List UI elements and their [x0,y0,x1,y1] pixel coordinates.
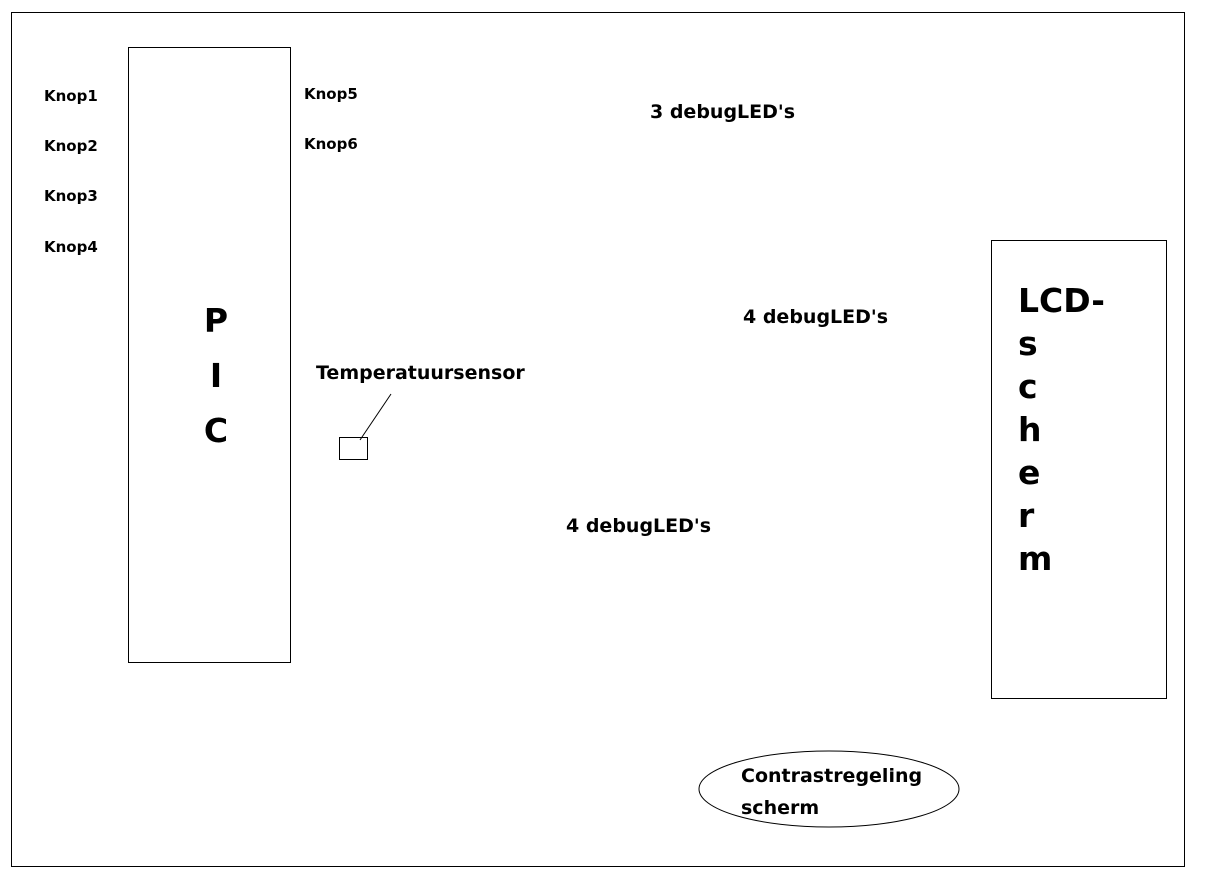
temperature-sensor-component [339,437,368,460]
button-label-knop2: Knop2 [44,137,98,155]
temperature-sensor-pointer-line [359,393,392,441]
pic-label: P I C [191,301,241,450]
debug-leds-top-label: 3 debugLED's [650,101,796,123]
button-label-knop4: Knop4 [44,238,98,256]
lcd-label-line: LCD- [1018,281,1105,320]
button-label-knop1: Knop1 [44,87,98,105]
contrast-label-line1: Contrastregeling [741,765,923,787]
button-label-knop5: Knop5 [304,85,358,103]
debug-leds-bottom-label: 4 debugLED's [566,515,712,537]
temperature-sensor-label: Temperatuursensor [316,362,525,384]
contrast-label-line2: scherm [741,797,820,819]
pic-letter-c: C [203,411,229,450]
debug-leds-middle-label: 4 debugLED's [743,306,889,328]
button-label-knop6: Knop6 [304,135,358,153]
lcd-label-line: c [1018,367,1038,406]
lcd-screen-block: LCD- s c h e r m [991,240,1167,699]
pic-block: P I C [128,47,291,663]
lcd-label-line: h [1018,410,1042,449]
button-label-knop3: Knop3 [44,187,98,205]
contrast-knob-ellipse [698,750,960,828]
pic-letter-p: P [203,301,229,340]
board-outline [11,12,1185,867]
lcd-label-line: s [1018,324,1038,363]
lcd-screen-label: LCD- s c h e r m [1018,279,1105,580]
lcd-label-line: e [1018,453,1041,492]
lcd-label-line: r [1018,496,1035,535]
pic-letter-i: I [209,356,223,395]
lcd-label-line: m [1018,539,1053,578]
